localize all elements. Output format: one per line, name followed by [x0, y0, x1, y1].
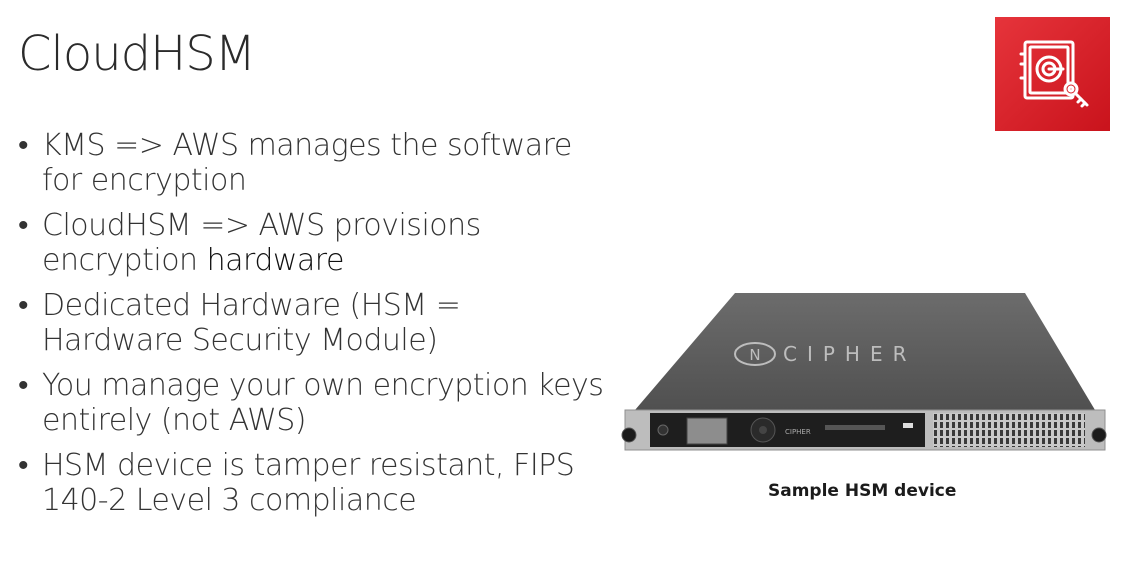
device-vent-grille: [933, 413, 1085, 447]
bullet-list: KMS => AWS manages the software for encr…: [18, 128, 608, 528]
bullet-emphasis: hardware: [206, 243, 345, 278]
bullet-text: CloudHSM => AWS provisions encryption: [42, 208, 481, 278]
device-caption: Sample HSM device: [768, 481, 957, 501]
slide-title: CloudHSM: [18, 26, 256, 82]
bullet-item: You manage your own encryption keys enti…: [18, 368, 608, 438]
ncipher-brand-logo: N CIPHER: [734, 342, 917, 366]
bullet-item: Dedicated Hardware (HSM = Hardware Secur…: [18, 288, 608, 358]
safe-key-icon: [1019, 40, 1088, 108]
bullet-item: KMS => AWS manages the software for encr…: [18, 128, 608, 198]
bullet-text: KMS => AWS manages the software for encr…: [42, 128, 572, 198]
svg-text:N: N: [749, 346, 760, 364]
svg-text:CIPHER: CIPHER: [785, 428, 811, 436]
bullet-text: You manage your own encryption keys enti…: [42, 368, 604, 438]
bullet-text: HSM device is tamper resistant, FIPS 140…: [42, 448, 575, 518]
device-top-panel: [635, 293, 1095, 410]
cloudhsm-logo: [995, 17, 1110, 131]
bullet-text: Dedicated Hardware (HSM = Hardware Secur…: [42, 288, 461, 358]
hsm-device-image: N CIPHER CIPHER: [621, 293, 1107, 451]
bullet-item: HSM device is tamper resistant, FIPS 140…: [18, 448, 608, 518]
svg-text:CIPHER: CIPHER: [783, 342, 917, 366]
bullet-item: CloudHSM => AWS provisions encryption ha…: [18, 208, 608, 278]
